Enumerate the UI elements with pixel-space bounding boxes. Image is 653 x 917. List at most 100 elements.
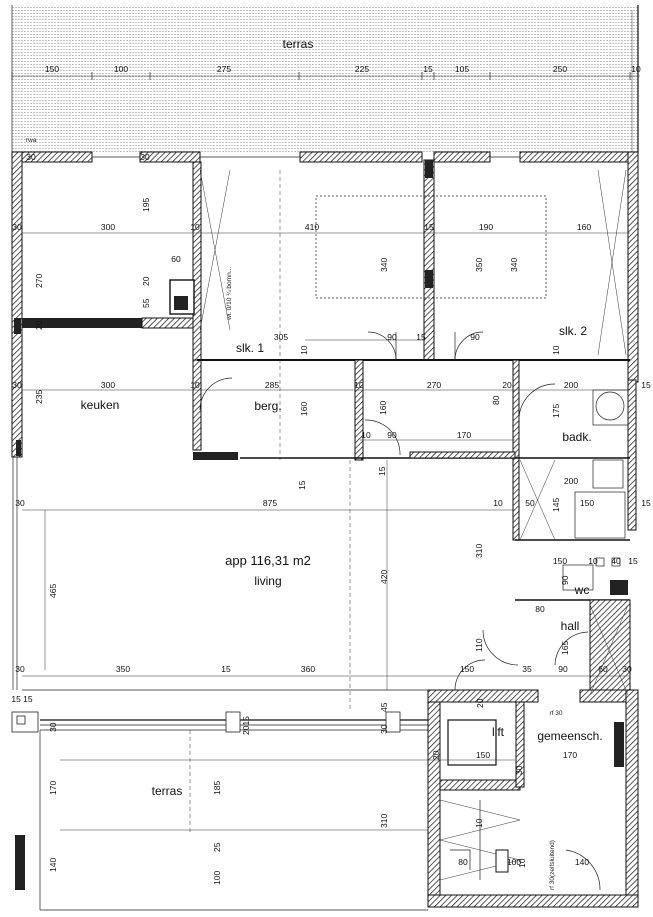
terrace-top: [11, 5, 639, 153]
room-label-living: living: [254, 574, 281, 588]
dim-label: 2015: [241, 716, 251, 735]
doors: [199, 331, 601, 891]
dimension-lines: [22, 170, 630, 835]
dim-label: 10: [190, 222, 200, 232]
dim-top-1: 150: [45, 64, 59, 74]
dim-label: 140: [48, 858, 58, 872]
dim-label: 200: [564, 380, 578, 390]
room-label-lift: lift: [492, 725, 505, 739]
dim-label: 100: [507, 857, 521, 867]
dim-label: 150: [476, 750, 490, 760]
room-label-badk: badk.: [562, 430, 591, 444]
dim-label: 90: [387, 332, 397, 342]
room-label-wc: wc: [574, 583, 590, 597]
dim-label: 20: [431, 750, 441, 760]
dim-label: 305: [274, 332, 288, 342]
dim-label: 340: [379, 258, 389, 272]
dim-label: 15: [628, 556, 638, 566]
dim-label: 10: [551, 345, 561, 355]
dim-top-6: 105: [455, 64, 469, 74]
dim-label: 30: [15, 498, 25, 508]
dim-top-3: 275: [217, 64, 231, 74]
dim-label: 150: [580, 498, 594, 508]
dim-label: 300: [101, 380, 115, 390]
dim-label: 20: [141, 276, 151, 286]
dim-label: 350: [474, 258, 484, 272]
dim-label: 195: [141, 198, 151, 212]
dim-label: 10: [190, 380, 200, 390]
dim-label: 420: [379, 570, 389, 584]
dim-top-8: 10: [631, 64, 641, 74]
dim-label: 170: [48, 781, 58, 795]
dim-top-4: 225: [355, 64, 369, 74]
dim-top-2: 100: [114, 64, 128, 74]
dim-label: 340: [509, 258, 519, 272]
dim-label: 15: [416, 332, 426, 342]
dim-label: 875: [263, 498, 277, 508]
walls: [11, 151, 639, 911]
vertical-dimension-texts: 270 195 20 55 20 340 350 340 10 10 235 1…: [34, 198, 570, 885]
dim-label: 30: [379, 724, 389, 734]
dim-label: 25: [212, 842, 222, 852]
dim-label: 175: [551, 404, 561, 418]
label-vertical-note: wi. 0/10 ¼ bomn...: [226, 267, 233, 321]
fixtures: [169, 169, 629, 881]
dim-top-7: 250: [553, 64, 567, 74]
dim-label: 285: [265, 380, 279, 390]
dim-label: 90: [558, 664, 568, 674]
dim-label: 190: [479, 222, 493, 232]
dim-label: 30: [26, 152, 36, 162]
dim-label: 100: [212, 871, 222, 885]
dim-label: 10: [588, 556, 598, 566]
dim-label: 150: [460, 664, 474, 674]
dim-label: 110: [474, 638, 484, 652]
room-label-app-area: app 116,31 m2: [225, 553, 311, 568]
dim-label: 60: [598, 664, 608, 674]
dim-label: 185: [212, 781, 222, 795]
dim-label: 80: [491, 395, 501, 405]
dim-label: 350: [116, 664, 130, 674]
dim-label: 50: [525, 498, 535, 508]
dimension-texts: 30 30 30 300 10 410 15 190 160 60 305 90…: [11, 152, 651, 867]
room-label-terras-bottom: terras: [152, 784, 183, 798]
dim-label: 30: [15, 664, 25, 674]
dim-label: 35: [522, 664, 532, 674]
dim-label: 15: [641, 380, 651, 390]
label-rf30-zelfsluitend: rf 30(zelfsluitend): [549, 840, 556, 890]
dim-label: 150: [553, 556, 567, 566]
dim-label: 90: [387, 430, 397, 440]
dim-label: 45: [379, 702, 389, 712]
dim-label: 15: [424, 222, 434, 232]
dim-top-5: 15: [423, 64, 433, 74]
dim-label: 80: [458, 857, 468, 867]
dim-label: 30: [140, 152, 150, 162]
dim-label: 15: [297, 480, 307, 490]
dim-label: 15: [377, 466, 387, 476]
dim-label: 15: [641, 498, 651, 508]
room-label-gemeensch: gemeensch.: [537, 729, 602, 743]
dim-label: 410: [305, 222, 319, 232]
dim-label: 140: [575, 857, 589, 867]
dim-label: 55: [141, 298, 151, 308]
dim-label: 15: [221, 664, 231, 674]
dim-label: 310: [474, 544, 484, 558]
label-rf30: rf 30: [549, 710, 562, 717]
dim-label: 170: [457, 430, 471, 440]
dim-label: 80: [535, 604, 545, 614]
dim-label: 20: [34, 320, 44, 330]
dim-label: 235: [34, 390, 44, 404]
dim-label: 465: [48, 584, 58, 598]
room-label-terras-top: terras: [283, 37, 314, 51]
dim-label: 15 15: [11, 694, 33, 704]
dim-label: 10: [517, 858, 527, 868]
dim-label: 160: [299, 402, 309, 416]
dim-label: 270: [34, 274, 44, 288]
dim-label: 30: [622, 664, 632, 674]
dim-label: 60: [171, 254, 181, 264]
dim-label: 200: [564, 476, 578, 486]
room-label-slk1: slk. 1: [236, 341, 264, 355]
room-label-keuken: keuken: [81, 398, 120, 412]
dim-label: 90: [560, 575, 570, 585]
dim-label: 10: [361, 430, 371, 440]
